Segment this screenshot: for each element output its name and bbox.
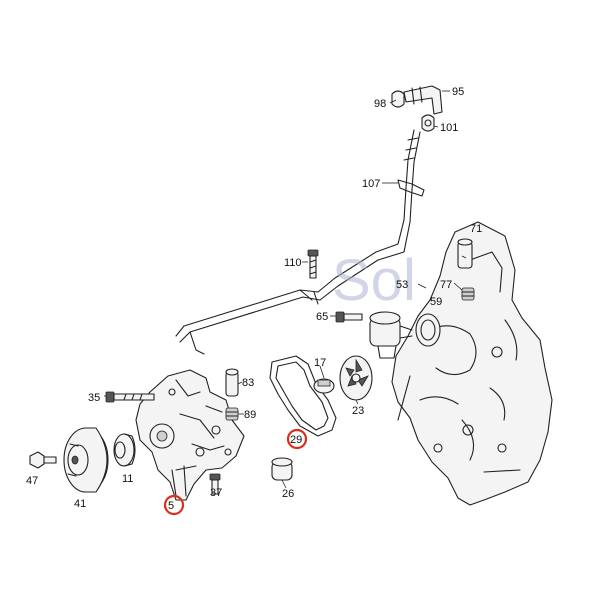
hose-95 <box>403 85 443 115</box>
breather-pipe-107 <box>175 129 425 355</box>
callout-83: 83 <box>242 377 254 389</box>
callout-71: 71 <box>470 223 482 235</box>
callout-65: 65 <box>316 311 328 323</box>
callout-11: 11 <box>122 473 133 485</box>
highlight-markers <box>163 428 308 516</box>
callout-110: 110 <box>284 257 302 269</box>
sleeve-26 <box>271 457 293 481</box>
callout-17: 17 <box>314 357 326 369</box>
bolt-37 <box>209 473 221 495</box>
callout-41: 41 <box>74 498 86 510</box>
callout-5: 5 <box>168 500 174 512</box>
sleeve-83 <box>225 368 239 397</box>
bolt-110 <box>307 249 319 279</box>
callout-89: 89 <box>244 409 256 421</box>
sleeve-71 <box>457 238 473 269</box>
gasket-29 <box>269 355 337 437</box>
plug-89 <box>225 407 239 421</box>
water-pump-housing-5 <box>135 369 245 501</box>
plug-17 <box>313 378 335 394</box>
clip-101 <box>421 114 435 132</box>
callout-59: 59 <box>430 296 442 308</box>
plug-77 <box>461 287 475 301</box>
clamp-98 <box>391 90 405 108</box>
callout-101: 101 <box>440 122 458 134</box>
callout-95: 95 <box>452 86 464 98</box>
callout-35: 35 <box>88 392 100 404</box>
callout-26: 26 <box>282 488 294 500</box>
part-callouts: 98 95 101 107 110 71 77 53 59 65 35 83 8… <box>26 86 482 512</box>
watermark-text: Sol <box>332 248 416 313</box>
housing-ring-59 <box>415 313 441 347</box>
callout-53: 53 <box>396 279 408 291</box>
watermark-logo: Sol <box>332 248 416 313</box>
callout-29: 29 <box>290 434 302 446</box>
bolt-47 <box>29 451 57 469</box>
impeller-23 <box>339 355 373 401</box>
leader-lines <box>104 90 467 489</box>
callout-23: 23 <box>352 405 364 417</box>
hub-11 <box>113 433 136 467</box>
pulley-41 <box>63 427 109 493</box>
thermostat-housing-53 <box>369 311 413 359</box>
highlight-circle-29 <box>286 428 308 450</box>
callout-107: 107 <box>362 178 380 190</box>
callout-77: 77 <box>440 279 452 291</box>
callout-47: 47 <box>26 475 38 487</box>
bolt-35 <box>105 391 155 403</box>
bolt-65 <box>335 311 363 323</box>
highlight-circle-5 <box>163 494 185 516</box>
callout-37: 37 <box>210 487 222 499</box>
callout-98: 98 <box>374 98 386 110</box>
